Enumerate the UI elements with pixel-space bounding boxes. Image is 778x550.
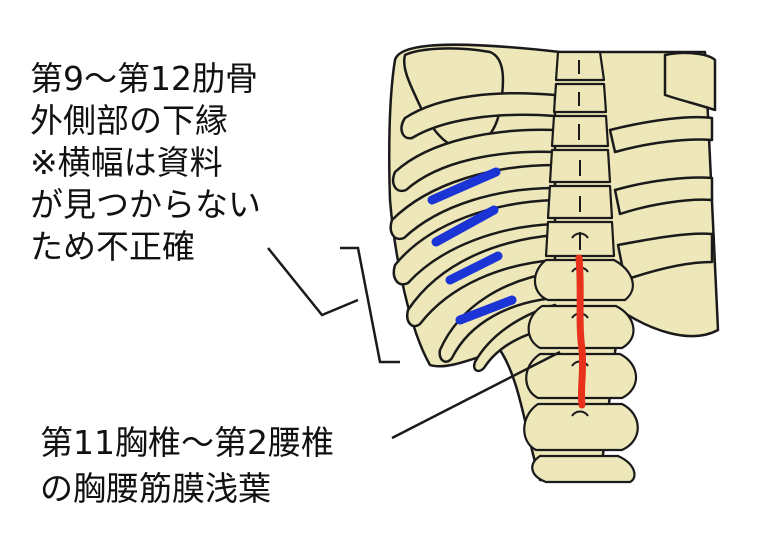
rib-label-line-3: ※横幅は資料 <box>30 143 223 182</box>
rib-bracket <box>340 246 400 364</box>
rib-margin-label: 第9〜第12肋骨 外側部の下縁 ※横幅は資料 が見つからない ため不正確 <box>30 58 261 268</box>
right-rib-lower <box>616 232 714 282</box>
fascia-label-line-1: 第11胸椎〜第2腰椎 <box>40 423 334 462</box>
right-rib-upper <box>608 115 714 154</box>
fascia-label: 第11胸椎〜第2腰椎 の胸腰筋膜浅葉 <box>40 420 334 512</box>
left-rib-1 <box>400 91 557 140</box>
left-rib-3 <box>389 163 557 241</box>
rib-margin-mark-11 <box>445 251 503 285</box>
rib-label-line-1: 第9〜第12肋骨 <box>30 59 258 98</box>
left-rib-2 <box>391 128 557 193</box>
rib-label-line-5: ため不正確 <box>30 227 195 266</box>
fascia-leader-line <box>391 350 561 440</box>
right-rib-middle <box>613 176 714 216</box>
rib-margin-mark-9 <box>427 167 501 205</box>
rib-margin-mark-12 <box>455 295 517 325</box>
rib-label-line-4: が見つからない <box>30 185 261 224</box>
left-rib-4 <box>392 198 557 286</box>
left-rib-5 <box>406 233 557 328</box>
vertebra-11 <box>531 454 636 484</box>
fascia-label-line-2: の胸腰筋膜浅葉 <box>40 469 271 508</box>
left-rib-6 <box>438 270 557 363</box>
ribs-leader-line <box>267 247 359 317</box>
vertebra-10 <box>523 402 639 452</box>
right-shoulder <box>663 51 717 112</box>
rib-margin-mark-10 <box>431 205 499 247</box>
fascia-line <box>575 254 587 409</box>
rib-label-line-2: 外側部の下縁 <box>30 101 228 140</box>
vertebra-7 <box>533 258 634 302</box>
